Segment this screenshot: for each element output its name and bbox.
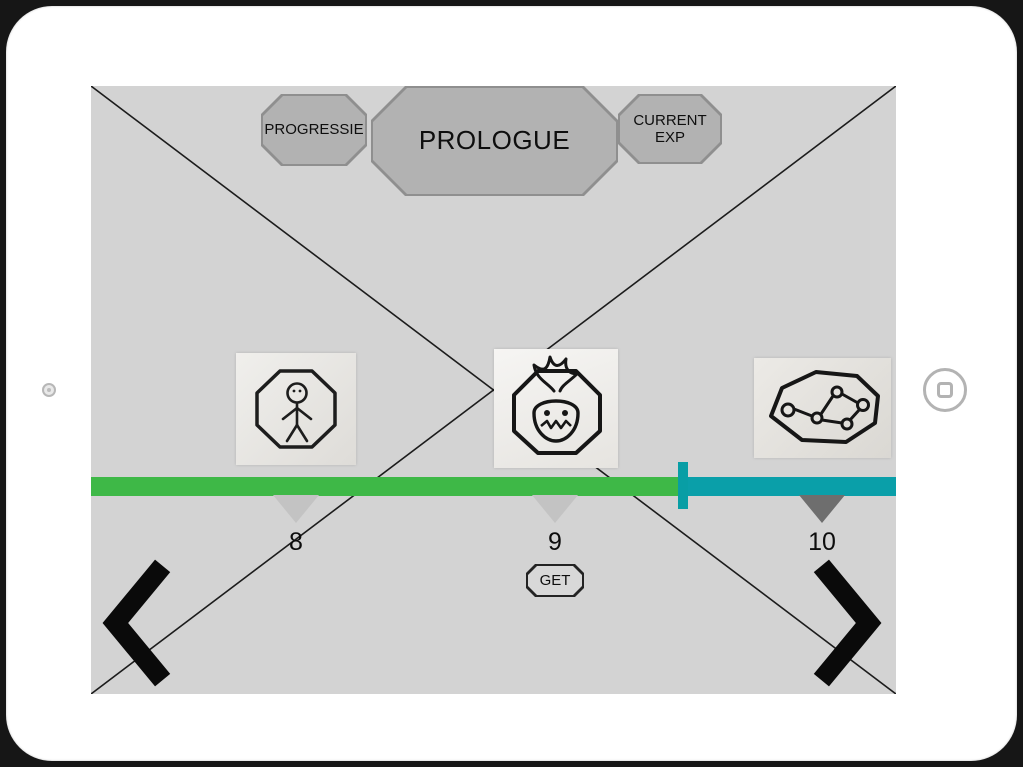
progression-badge: PROGRESSIE — [261, 94, 367, 166]
page-title: PROLOGUE — [418, 125, 571, 156]
level-9-item[interactable] — [494, 349, 618, 468]
home-button-icon — [937, 382, 953, 398]
level-8-item[interactable] — [236, 353, 356, 465]
level-10-number: 10 — [808, 528, 836, 556]
progression-badge-label: PROGRESSIE — [264, 121, 364, 139]
app-screen: PROGRESSIE PROLOGUE CURRENT EXP — [91, 86, 896, 694]
tablet-frame: PROGRESSIE PROLOGUE CURRENT EXP — [6, 6, 1017, 761]
level-9-marker — [532, 495, 578, 523]
progress-tick — [677, 462, 688, 509]
prev-button[interactable] — [101, 558, 175, 688]
progress-completed — [91, 477, 683, 496]
page-title-bg — [373, 88, 616, 194]
level-8-number: 8 — [289, 528, 303, 556]
level-10-item[interactable] — [754, 358, 891, 458]
page-title-octagon: PROLOGUE — [371, 86, 618, 196]
constellation-icon — [769, 370, 880, 444]
stick-figure-icon — [255, 369, 337, 449]
current-exp-badge-bg — [620, 96, 720, 162]
level-8-marker — [273, 495, 319, 523]
progress-bar — [91, 477, 896, 496]
level-10-marker — [799, 495, 845, 523]
progress-remaining — [682, 477, 896, 496]
front-camera-icon — [42, 383, 56, 397]
current-exp-badge-label: CURRENT EXP — [633, 111, 707, 146]
home-button[interactable] — [923, 368, 967, 412]
chevron-left-icon — [102, 559, 171, 687]
pumpkin-icon — [512, 355, 602, 455]
level-9-number: 9 — [548, 528, 562, 556]
progression-badge-bg — [263, 96, 365, 164]
chevron-right-icon — [813, 559, 882, 687]
get-button[interactable]: GET — [526, 564, 584, 597]
get-button-bg — [528, 566, 582, 595]
camera-dot — [47, 388, 51, 392]
get-button-label: GET — [539, 571, 571, 589]
wireframe-diagonals — [91, 86, 896, 694]
current-exp-badge: CURRENT EXP — [618, 94, 722, 164]
next-button[interactable] — [809, 558, 883, 688]
